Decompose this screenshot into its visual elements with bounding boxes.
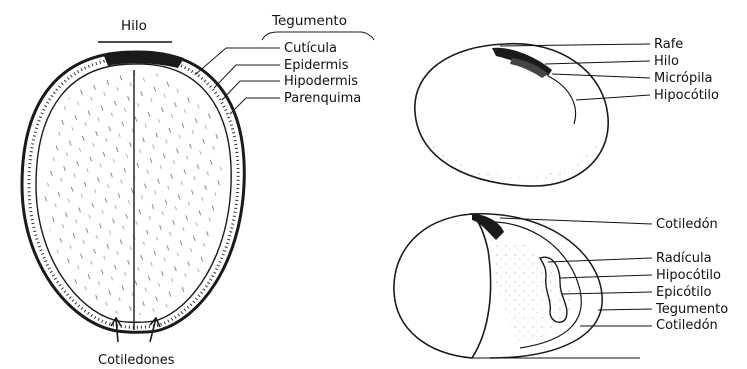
layer-label-cuticula: Cutícula (284, 41, 337, 56)
layer-label-parenquima: Parenquima (284, 91, 361, 106)
tegumento-bracket (262, 32, 374, 40)
cotiledones-label: Cotiledones (98, 353, 175, 368)
leader-parenquima (230, 98, 280, 114)
label-micropila: Micrópila (654, 71, 712, 86)
layer-label-hipodermis: Hipodermis (284, 74, 358, 89)
open-hilum-mark (472, 214, 504, 240)
leader-cuticula (196, 48, 280, 74)
open-interior-shading (488, 240, 571, 344)
hypocotyl-ridge (548, 76, 576, 124)
open-cotyledon-front (394, 214, 491, 358)
leader-hipocotilo-open (560, 275, 652, 278)
seed-open-view (394, 214, 602, 358)
leader-epidermis (214, 65, 280, 88)
external-shading (420, 120, 600, 182)
label-tegumento-open: Tegumento (655, 302, 728, 317)
label-hipocotilo-open: Hipocótilo (656, 268, 721, 283)
leader-epicotilo (562, 292, 652, 294)
leader-hilo-ext (545, 61, 650, 64)
label-cotiledon-top: Cotiledón (656, 217, 718, 232)
tegumento-label: Tegumento (271, 13, 347, 29)
hilo-label: Hilo (121, 18, 147, 34)
label-hilo-ext: Hilo (654, 54, 679, 69)
leader-hipocotilo-ext (576, 95, 650, 100)
leader-tegumento-open (598, 309, 652, 310)
label-hipocotilo-ext: Hipocótilo (654, 88, 719, 103)
leader-radicula (548, 258, 652, 262)
label-rafe: Rafe (654, 37, 683, 52)
label-radicula: Radícula (656, 251, 712, 266)
seed-section (22, 51, 244, 342)
leader-cotiledon-top (500, 218, 652, 224)
leader-micropila (552, 74, 650, 78)
label-cotiledon-bottom: Cotiledón (656, 318, 718, 333)
label-epicotilo: Epicótilo (656, 285, 711, 300)
layer-label-epidermis: Epidermis (284, 58, 349, 73)
leader-hipodermis (222, 81, 280, 100)
seed-external-view (415, 44, 608, 186)
